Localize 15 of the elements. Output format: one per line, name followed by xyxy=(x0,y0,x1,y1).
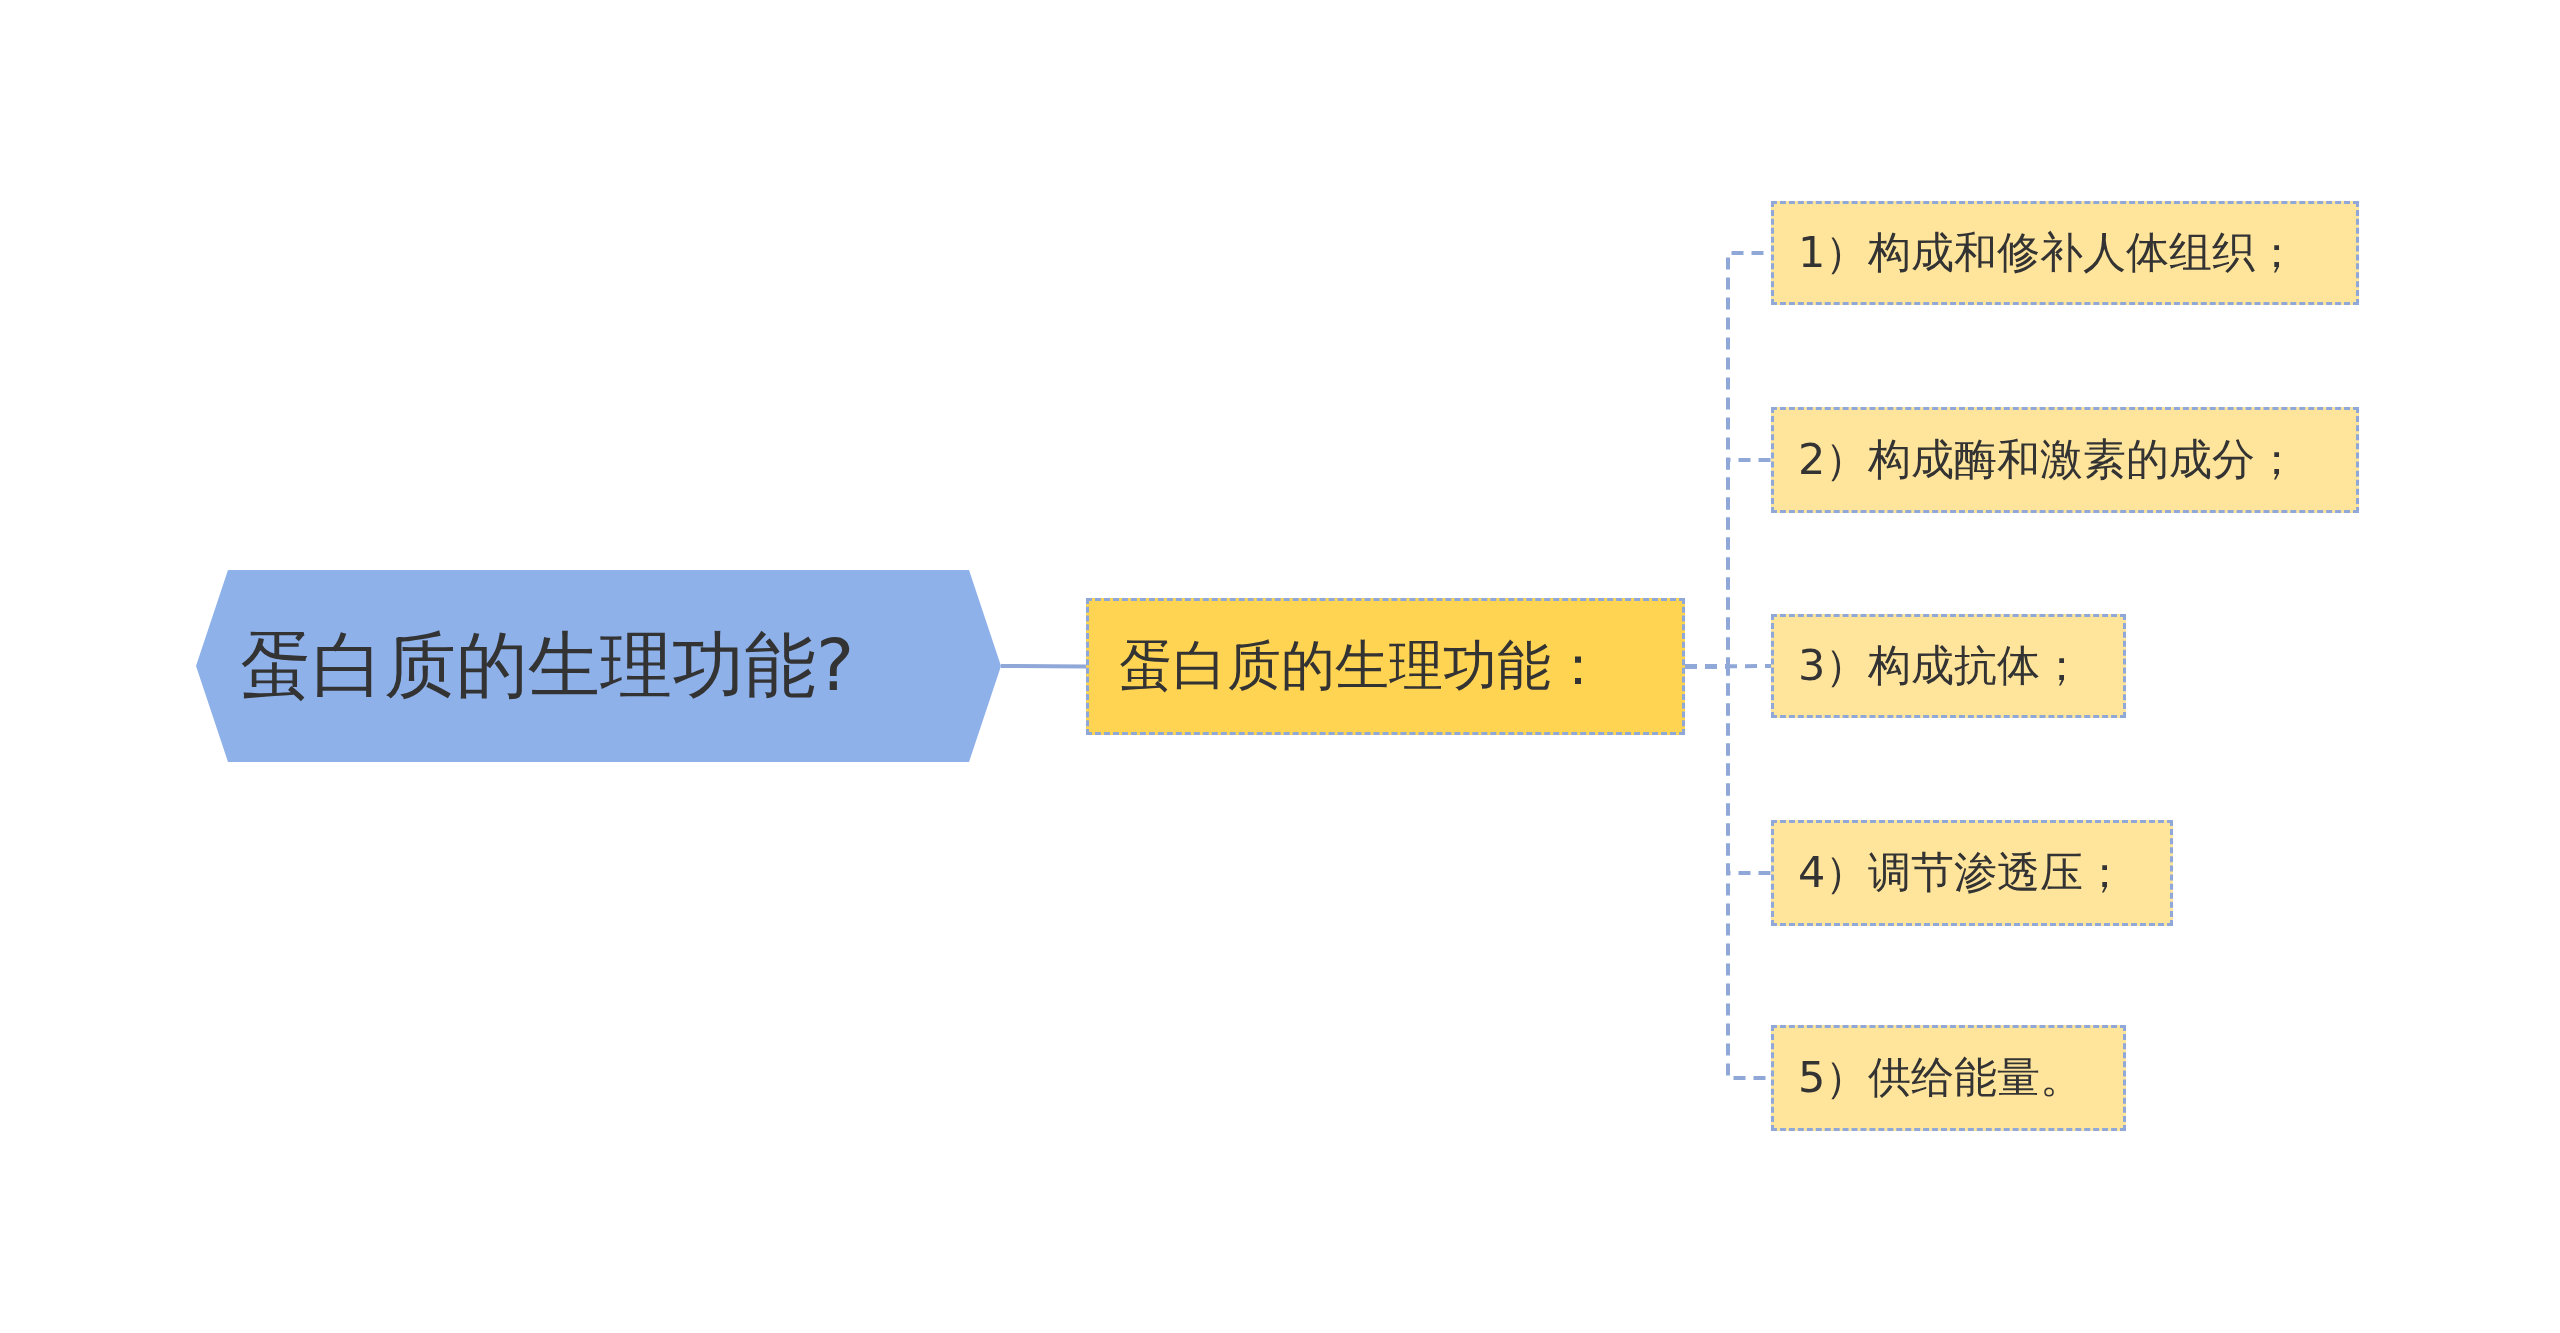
node-text: 蛋白质的生理功能? xyxy=(240,622,855,709)
subtopic-box xyxy=(1771,407,2359,513)
subtopic-box xyxy=(1771,820,2173,926)
hexagon-node xyxy=(196,570,1001,762)
node-text: 1）构成和修补人体组织； xyxy=(1798,226,2299,279)
node-text: 5）供给能量。 xyxy=(1798,1051,2084,1104)
node-text: 4）调节渗透压； xyxy=(1798,846,2127,899)
subtopic-box xyxy=(1771,614,2126,718)
node-text: 2）构成酶和激素的成分； xyxy=(1798,433,2299,486)
node-text: 3）构成抗体； xyxy=(1798,639,2084,692)
topic-box xyxy=(1086,598,1685,735)
node-text: 蛋白质的生理功能： xyxy=(1119,633,1605,699)
subtopic-box xyxy=(1771,1025,2126,1131)
connector-line xyxy=(1001,664,1086,669)
subtopic-box xyxy=(1771,201,2359,305)
